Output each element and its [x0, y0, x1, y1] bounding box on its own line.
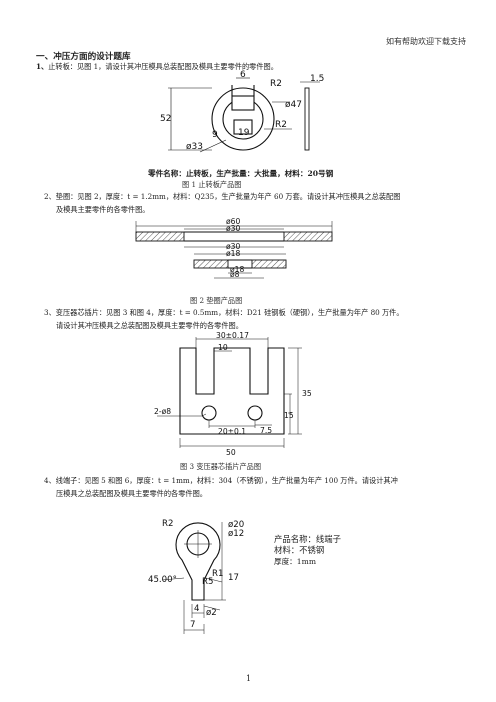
fig2-dim-60: ø60 [226, 217, 240, 226]
fig1-dim-19: 19 [238, 128, 250, 138]
item-2-number: 2、 [44, 192, 56, 201]
fig5-dim-7: 7 [190, 620, 195, 630]
item-4-line1: 线端子：见图 5 和图 6，厚度：t = 1mm，材料：304（不锈钢），生产批… [55, 476, 398, 485]
item-4-number: 4、 [44, 476, 56, 485]
item-3: 3、变压器芯插片：见图 3 和图 4，厚度：t = 0.5mm，材料：D21 硅… [44, 306, 404, 332]
fig5-dim-45: 45.00° [148, 575, 177, 585]
fig1-dim-6: 6 [240, 70, 246, 80]
item-4-line2: 压模具之总装配图及模具主要零件的各零件图。 [56, 489, 207, 498]
figure-5-drawing: R2 ø20 ø12 45.00° R5 R1 17 4 ø2 7 [148, 519, 244, 634]
fig1-dim-9: 9 [212, 130, 218, 140]
fig2-dim-30-top: ø30 [226, 224, 240, 233]
fig3-dim-holes: 2-ø8 [154, 407, 171, 416]
fig5-dim-r1: R1 [212, 569, 223, 579]
fig5-dim-4: 4 [194, 604, 199, 614]
fig5-product-name: 产品名称：线端子 [274, 534, 341, 544]
fig3-dim-30: 30±0.17 [216, 331, 249, 340]
fig2-caption: 图 2 垫圈产品图 [190, 296, 243, 305]
item-3-line1: 变压器芯插片：见图 3 和图 4，厚度：t = 0.5mm，材料：D21 硅钢板… [55, 308, 404, 317]
fig5-dim-r5: R5 [202, 577, 213, 587]
item-3-number: 3、 [44, 308, 56, 317]
section-title: 一、冲压方面的设计题库 [36, 52, 131, 62]
fig5-dim-r2: R2 [162, 519, 173, 529]
fig3-dim-7-5: 7.5 [260, 426, 272, 435]
fig3-caption: 图 3 变压器芯插片产品图 [180, 462, 262, 471]
fig5-dim-12: ø12 [228, 529, 244, 539]
fig1-dim-r2-right: R2 [275, 120, 287, 130]
fig3-dim-15: 15 [284, 411, 294, 420]
fig1-part-note: 零件名称：止转板，生产批量：大批量，材料：20号钢 [148, 169, 334, 178]
fig5-product-info: 产品名称：线端子 材料：不锈钢 厚度：1mm [274, 534, 341, 567]
fig5-dim-20: ø20 [228, 520, 244, 530]
figure-3-drawing: 30±0.17 10 35 15 2-ø8 20±0.1 7.5 50 [154, 331, 312, 457]
fig1-dim-33: ø33 [186, 142, 203, 152]
fig1-dim-52: 52 [160, 114, 171, 124]
fig3-dim-10: 10 [218, 343, 228, 352]
fig5-dim-2: ø2 [206, 608, 217, 618]
fig1-caption: 图 1 止转板产品图 [182, 180, 242, 189]
fig3-dim-20: 20±0.1 [218, 427, 246, 436]
fig5-product-material: 材料：不锈钢 [274, 545, 325, 555]
item-2-line1: 垫圈：见图 2，厚度：t = 1.2mm，材料：Q235，生产批量为年产 60 … [55, 192, 401, 201]
fig1-dim-47: ø47 [285, 100, 302, 110]
item-1: 1、止转板：见图 1，请设计其冲压模具总装配图及模具主要零件的零件图。 [36, 60, 278, 73]
item-2-line2: 及模具主要零件的各零件图。 [56, 205, 150, 214]
page-number: 1 [246, 674, 252, 683]
page-header: 如有帮助欢迎下载支持 [386, 37, 466, 46]
item-4: 4、线端子：见图 5 和图 6，厚度：t = 1mm，材料：304（不锈钢），生… [44, 474, 398, 500]
fig3-dim-50: 50 [226, 448, 236, 457]
fig3-dim-35: 35 [302, 389, 312, 398]
fig2-dim-18-mid: ø18 [226, 249, 240, 258]
item-3-line2: 请设计其冲压模具之总装配图及模具主要零件的各零件图。 [56, 321, 243, 330]
figure-1-drawing: 6 R2 ø47 52 R2 19 9 ø33 1.5 [160, 70, 324, 153]
item-2: 2、垫圈：见图 2，厚度：t = 1.2mm，材料：Q235，生产批量为年产 6… [44, 190, 400, 216]
fig5-product-thickness: 厚度：1mm [274, 557, 317, 566]
fig2-dim-8: ø8 [230, 270, 240, 279]
item-1-number: 1、 [36, 62, 49, 71]
figure-2-drawing: ø60 ø30 ø30 ø18 ø18 ø8 [135, 217, 333, 279]
fig2-dim-18-low: ø18 [230, 265, 244, 274]
fig5-dim-17: 17 [228, 573, 239, 583]
fig1-dim-r2-top: R2 [270, 79, 282, 89]
fig2-dim-30-mid: ø30 [226, 242, 240, 251]
item-1-text: 止转板：见图 1，请设计其冲压模具总装配图及模具主要零件的零件图。 [48, 62, 278, 71]
fig1-dim-1-5: 1.5 [310, 74, 324, 84]
